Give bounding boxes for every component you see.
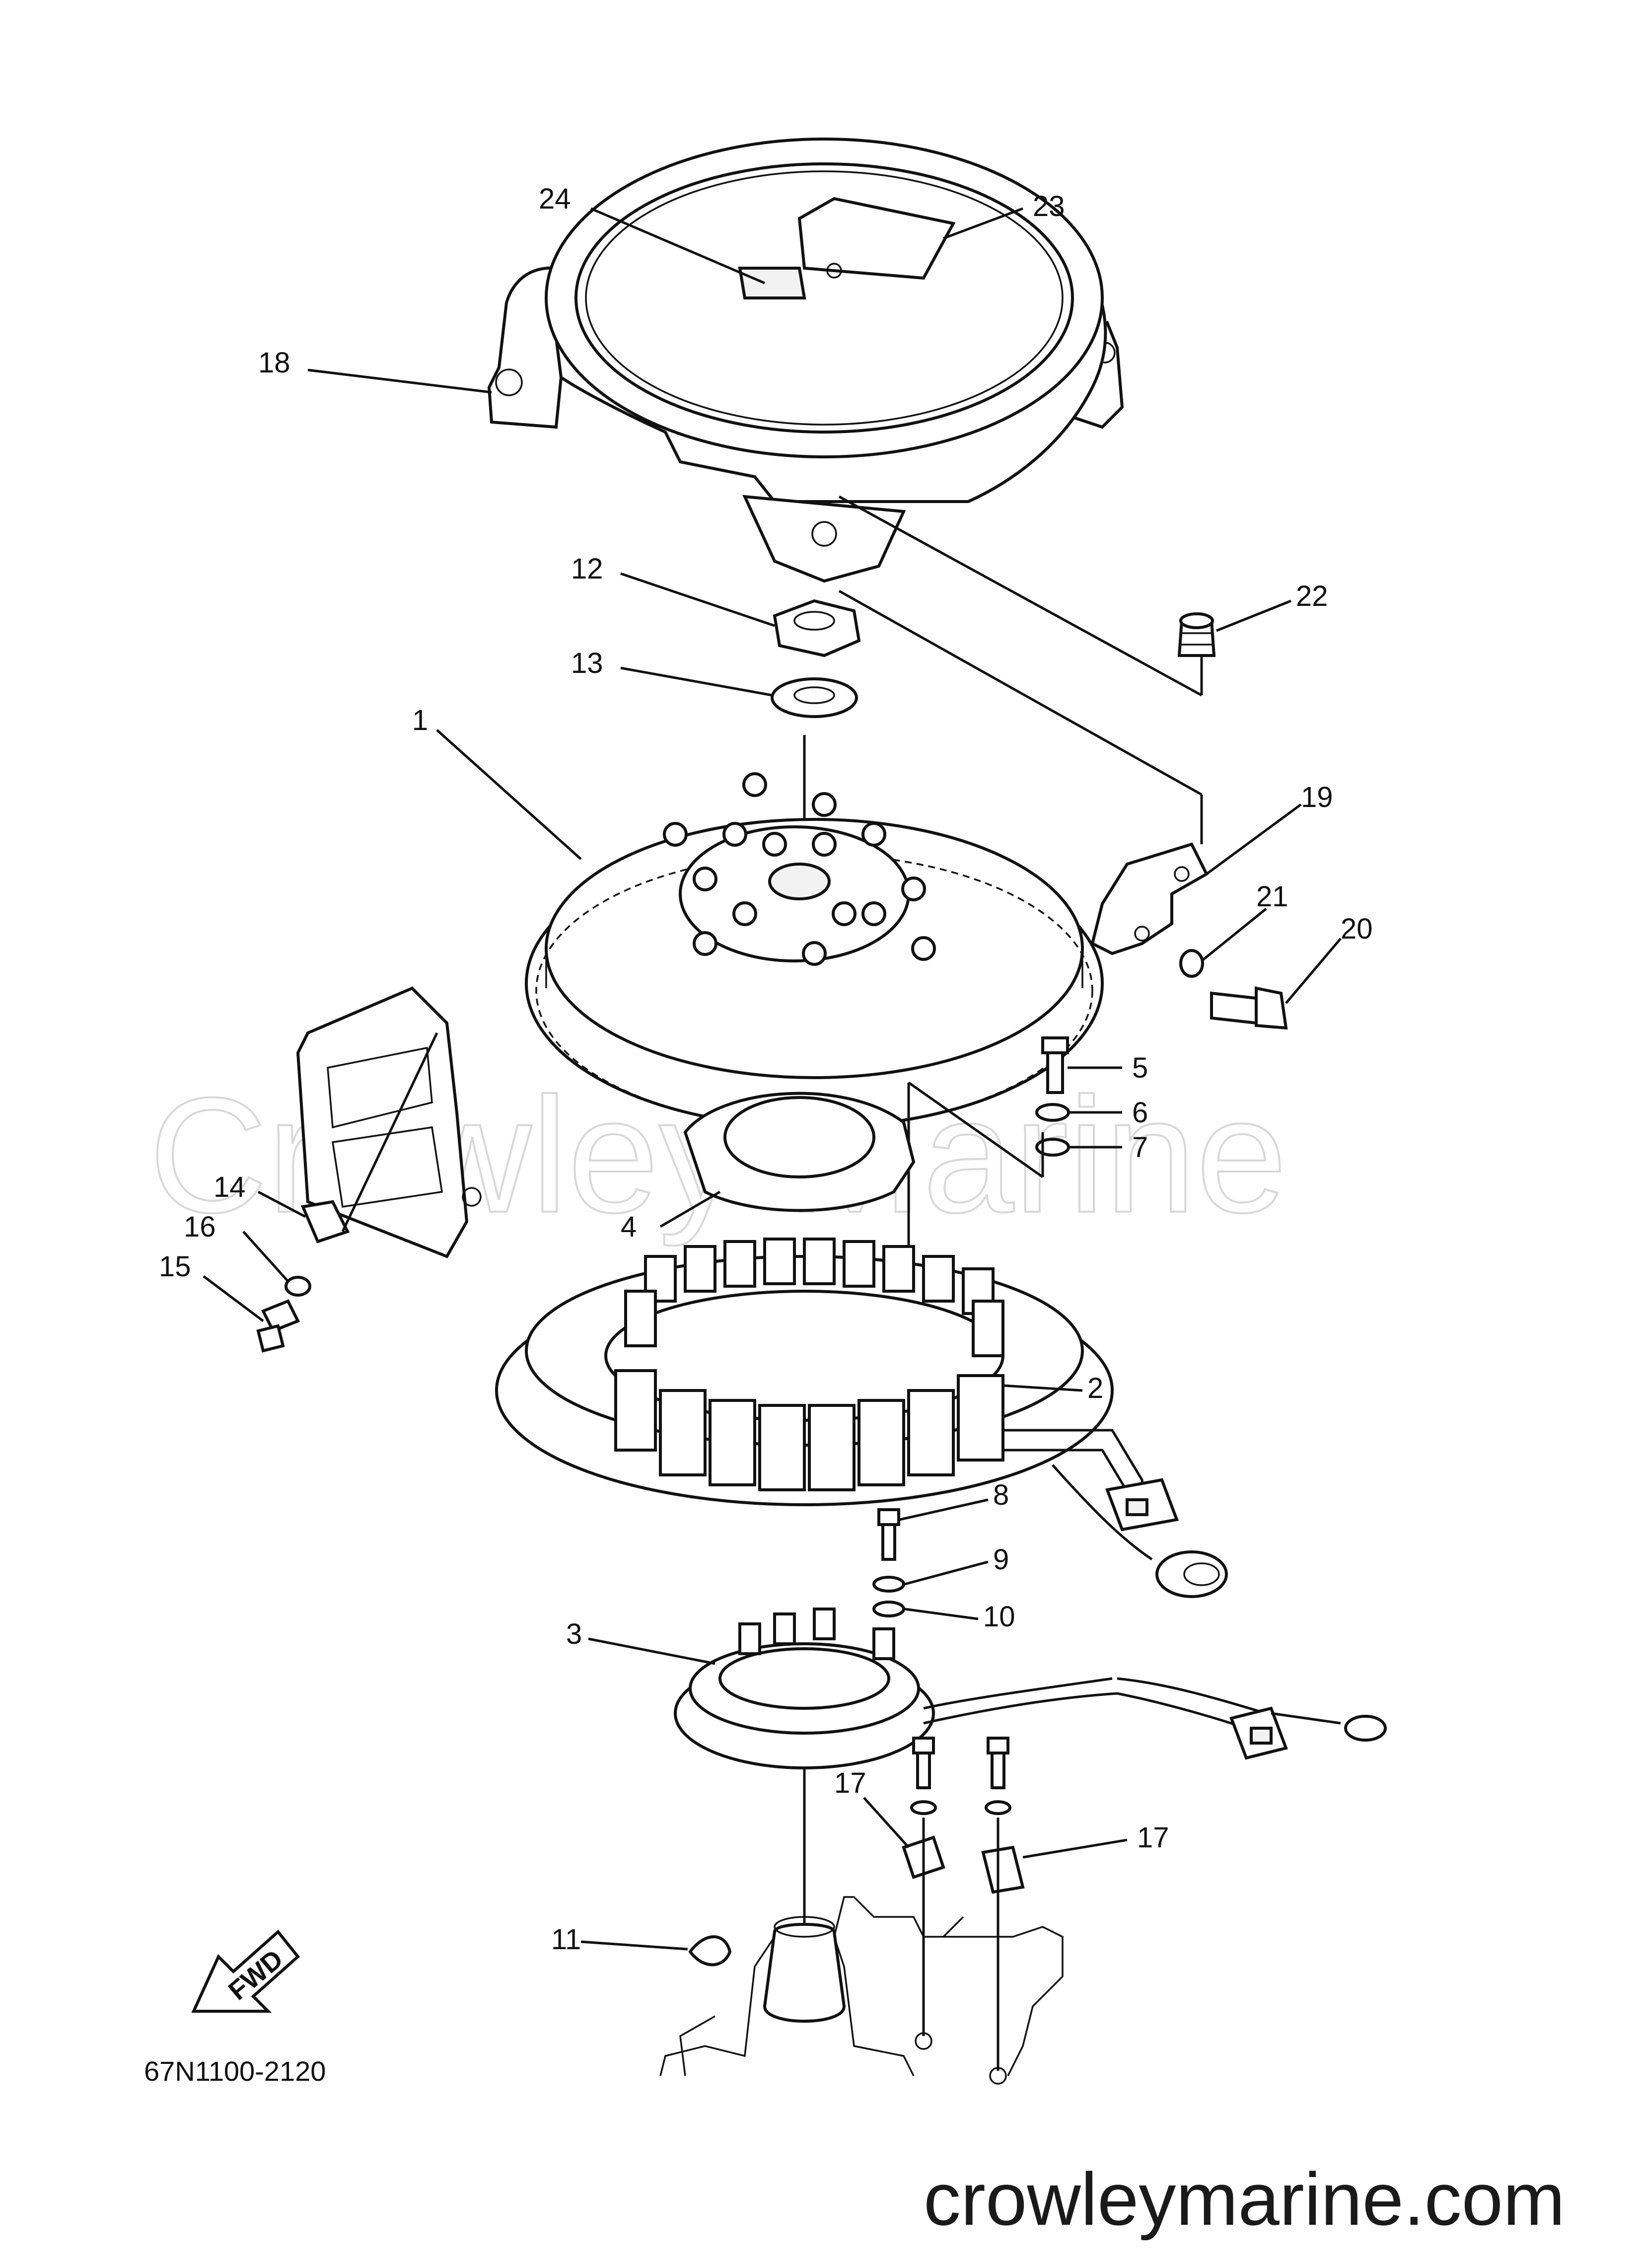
flywheel-part [525,772,1104,1129]
connector-b-part [1155,1550,1228,1598]
washer-9-part [872,1576,905,1593]
flywheel-nut-part [773,599,861,658]
pulser-coil-part [674,1608,1267,1769]
washer-10-part [872,1601,905,1617]
website-label: crowleymarine.com [924,2157,1565,2241]
callout-15: 15 [159,1250,191,1283]
callout-23: 23 [1033,190,1065,222]
callout-13: 13 [571,647,603,679]
callout-5: 5 [1132,1052,1148,1084]
callout-19: 19 [1301,781,1333,813]
callout-6: 6 [1132,1097,1148,1129]
callout-3: 3 [566,1618,582,1650]
callout-21: 21 [1256,880,1288,913]
stator-part [495,1238,1153,1521]
bracket-part [1090,842,1209,955]
ring-terminal-part [1271,1712,1387,1742]
callout-14: 14 [214,1171,246,1203]
grommet-part [1177,612,1216,657]
callout-18: 18 [258,347,290,379]
screw-8-part [877,1508,900,1561]
callout-7: 7 [1132,1131,1148,1164]
screw-15-part [256,1299,300,1353]
callout-17a: 17 [834,1767,866,1799]
crankcase-part [659,1896,1064,2085]
washer-21-part [1179,949,1204,978]
washer-6-part [1035,1103,1070,1122]
connector-c-part [1229,1706,1288,1760]
callout-8: 8 [993,1479,1009,1511]
washer-16-part [285,1276,311,1297]
callout-11: 11 [551,1923,581,1956]
diagram-code: 67N1100-2120 [144,2055,326,2087]
callout-leaders [203,207,1342,1951]
callout-10: 10 [983,1601,1015,1633]
bolt-17b-part [985,1737,1011,1815]
callout-22: 22 [1296,580,1328,612]
bolt-17a-part [910,1737,937,1815]
callout-labels: 24 23 18 12 13 22 1 19 21 20 5 6 7 4 14 … [159,183,1373,1956]
fwd-arrow-icon: FWD [191,1929,300,2013]
callout-17b: 17 [1137,1822,1169,1854]
flywheel-cover-part [487,138,1124,583]
callout-9: 9 [993,1543,1009,1576]
clamp-17b-part [981,1845,1025,1894]
callout-1: 1 [412,704,428,736]
connector-a-part [1105,1478,1179,1532]
woodruff-key-part [688,1935,732,1967]
callout-4: 4 [621,1211,637,1243]
callout-2: 2 [1087,1372,1103,1404]
callout-16: 16 [184,1211,216,1243]
washer-part [771,677,858,718]
callout-12: 12 [571,553,603,585]
callout-20: 20 [1341,913,1373,945]
bolt-5-part [1041,1036,1069,1094]
callout-24: 24 [539,183,571,215]
base-plate-part [683,1092,916,1212]
bolt-20-part [1210,986,1288,1030]
gasket-plate-part [296,986,482,1258]
